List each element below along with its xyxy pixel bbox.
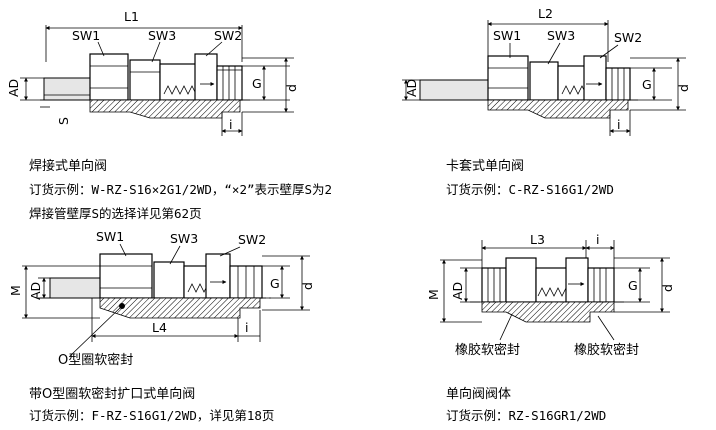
caption-compression-name: 卡套式单向阀 [446, 159, 525, 174]
label-g: G [642, 77, 652, 92]
dim-l3: L3 [530, 232, 545, 247]
caption-welded-name: 焊接式单向阀 [29, 159, 108, 174]
label-sw1: SW1 [493, 28, 521, 43]
label-d: d [284, 84, 299, 92]
label-ad: AD [28, 282, 43, 300]
label-g: G [270, 276, 280, 291]
label-sw3: SW3 [547, 28, 575, 43]
dim-l2: L2 [538, 6, 553, 21]
label-g: G [628, 278, 638, 293]
label-sw3: SW3 [148, 28, 176, 43]
caption-welded-order: 订货示例：W-RZ-S16×2G1/2WD，“×2”表示壁厚S为2 [29, 182, 333, 197]
caption-flared-order: 订货示例：F-RZ-S16G1/2WD，详见第18页 [29, 408, 275, 423]
label-g: G [252, 76, 262, 91]
drawing-check-valve-body: L3 i M AD G d 橡胶软密封 橡胶软 [426, 232, 675, 358]
label-d: d [300, 282, 315, 290]
drawing-flared-oring-check-valve: L4 SW1 SW3 SW2 M AD G [8, 229, 315, 368]
label-i: i [617, 117, 620, 132]
caption-body-order: 订货示例：RZ-S16GR1/2WD [446, 408, 607, 423]
label-rubber-seal-left: 橡胶软密封 [455, 342, 520, 358]
drawing-compression-check-valve: L2 SW1 SW3 SW2 AD G d [402, 6, 691, 136]
label-sw2: SW2 [614, 30, 642, 45]
label-i: i [245, 320, 248, 335]
dim-l1: L1 [124, 9, 139, 24]
caption-flared-name: 带O型圈软密封扩口式单向阀 [29, 387, 196, 402]
label-d: d [660, 284, 675, 292]
label-sw3: SW3 [170, 231, 198, 246]
label-sw1: SW1 [96, 229, 124, 244]
label-sw1: SW1 [72, 28, 100, 43]
label-m: M [426, 289, 441, 300]
caption-welded-note: 焊接管壁厚S的选择详见第62页 [29, 206, 202, 221]
label-rubber-seal-right: 橡胶软密封 [574, 342, 639, 358]
label-ad: AD [450, 282, 465, 300]
caption-compression-order: 订货示例：C-RZ-S16G1/2WD [446, 182, 614, 197]
caption-body-name: 单向阀阀体 [446, 387, 512, 402]
label-sw2: SW2 [238, 232, 266, 247]
label-sw2: SW2 [214, 28, 242, 43]
label-s: S [56, 117, 71, 125]
label-i: i [596, 232, 599, 247]
label-i: i [229, 117, 232, 132]
label-ad: AD [404, 79, 419, 97]
drawing-welded-check-valve: L1 SW1 SW3 SW2 A [6, 9, 299, 136]
label-ad: AD [6, 79, 21, 97]
label-d: d [676, 84, 691, 92]
label-oring-seal: O型圈软密封 [58, 352, 133, 368]
label-m: M [8, 285, 23, 296]
dim-l4: L4 [152, 320, 167, 335]
